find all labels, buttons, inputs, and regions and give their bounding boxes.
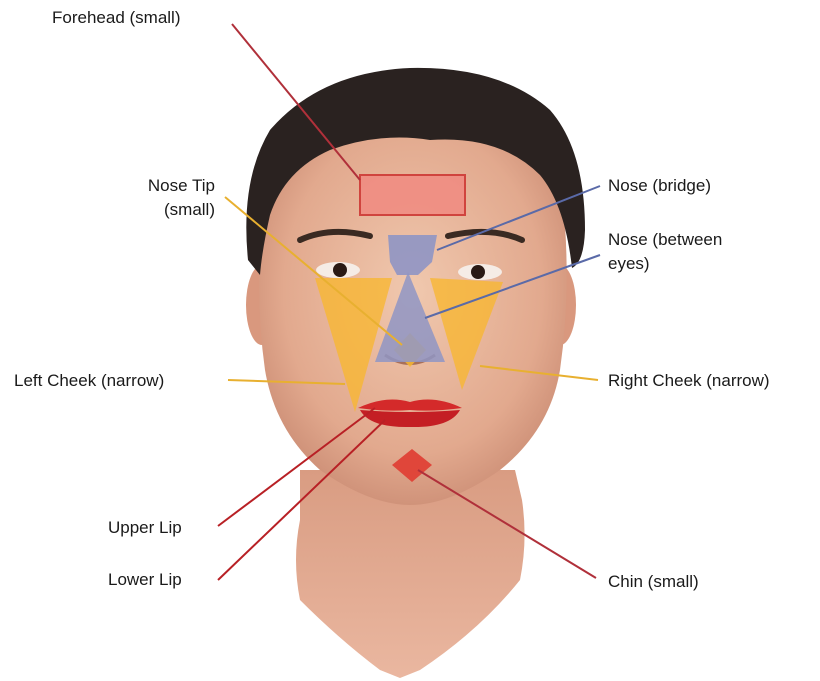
nose-tip-label: Nose Tip (small) — [115, 174, 215, 222]
forehead-label: Forehead (small) — [52, 6, 181, 30]
right-cheek-label: Right Cheek (narrow) — [608, 369, 770, 393]
nose-between-eyes-label: Nose (between eyes) — [608, 228, 722, 276]
nose-tip-label-line1: Nose Tip — [115, 174, 215, 198]
upper-lip-label: Upper Lip — [108, 516, 182, 540]
chin-label: Chin (small) — [608, 570, 699, 594]
left-pupil — [333, 263, 347, 277]
nose-between-eyes-label-line1: Nose (between — [608, 228, 722, 252]
forehead-region — [360, 175, 465, 215]
lower-lip-label: Lower Lip — [108, 568, 182, 592]
right-pupil — [471, 265, 485, 279]
nose-tip-label-line2: (small) — [115, 198, 215, 222]
nose-between-eyes-label-line2: eyes) — [608, 252, 722, 276]
left-cheek-label: Left Cheek (narrow) — [14, 369, 164, 393]
nose-bridge-label: Nose (bridge) — [608, 174, 711, 198]
